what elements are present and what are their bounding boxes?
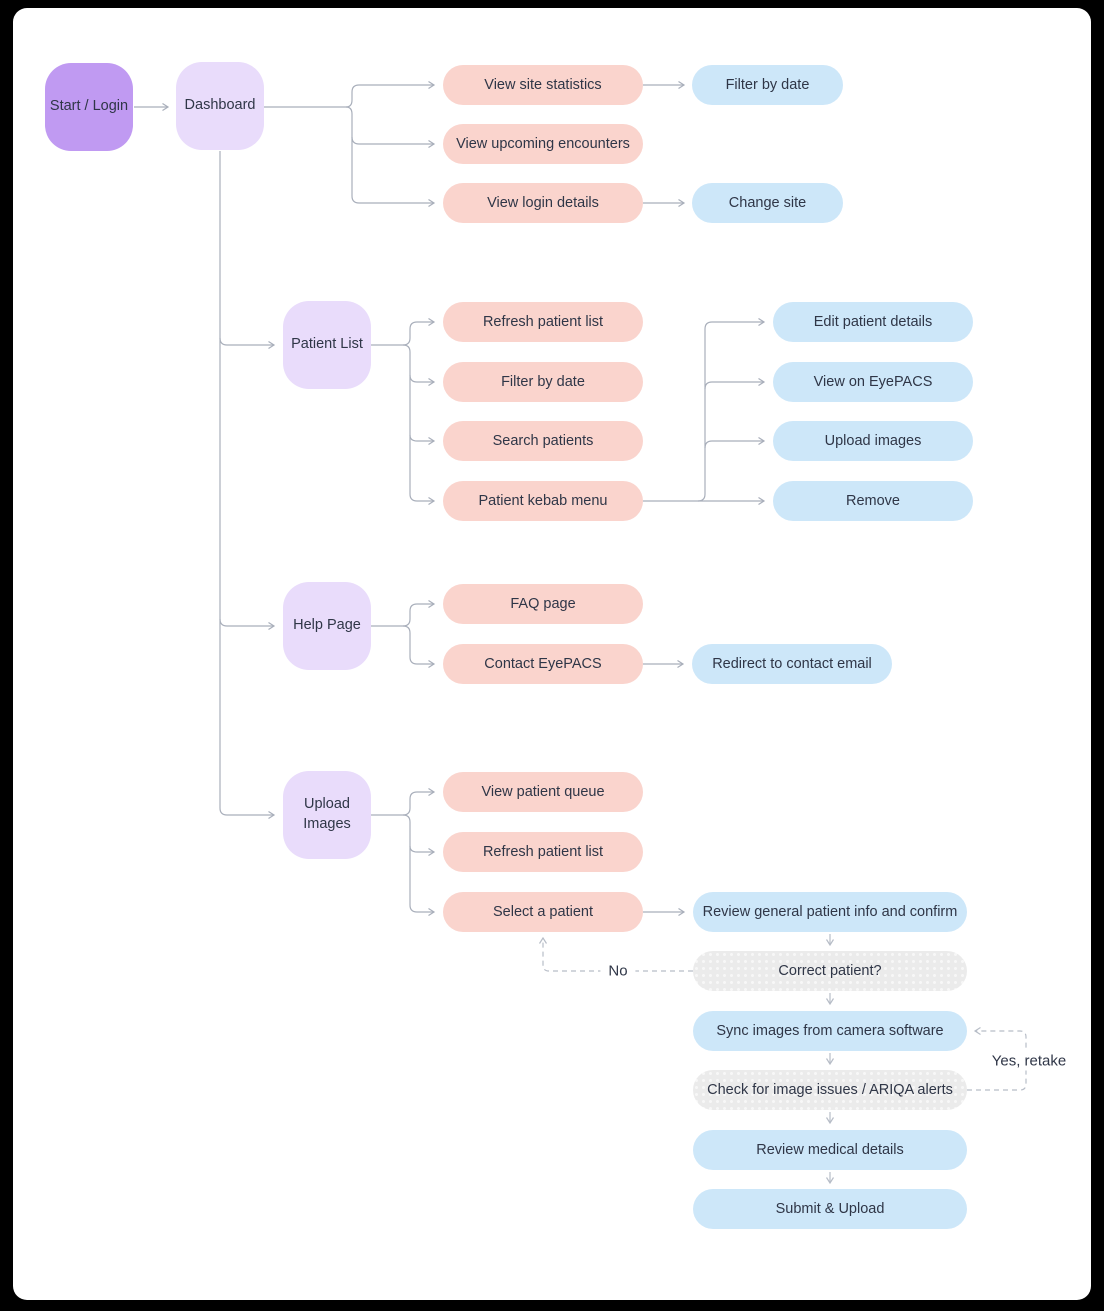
node-filter-by-date-patient-list: Filter by date <box>443 362 643 402</box>
node-view-on-eyepacs: View on EyePACS <box>773 362 973 402</box>
node-view-site-statistics: View site statistics <box>443 65 643 105</box>
node-label: View site statistics <box>484 77 602 93</box>
node-label: Start / Login <box>49 98 129 115</box>
node-label: Refresh patient list <box>482 844 604 860</box>
node-label: Patient kebab menu <box>478 493 608 509</box>
node-label: View on EyePACS <box>813 374 933 390</box>
node-label: Redirect to contact email <box>712 656 872 672</box>
node-label: Filter by date <box>501 374 585 390</box>
node-label: Upload Images <box>303 796 351 832</box>
node-label: Search patients <box>492 433 594 449</box>
node-view-login-details: View login details <box>443 183 643 223</box>
node-view-patient-queue: View patient queue <box>443 772 643 812</box>
node-label: Change site <box>728 195 807 211</box>
node-contact-eyepacs: Contact EyePACS <box>443 644 643 684</box>
node-label: Refresh patient list <box>482 314 604 330</box>
node-submit-upload: Submit & Upload <box>693 1189 967 1229</box>
node-label: Edit patient details <box>813 314 933 330</box>
node-filter-by-date-dashboard: Filter by date <box>692 65 843 105</box>
node-label: Review medical details <box>756 1142 904 1158</box>
node-label: Remove <box>846 493 900 509</box>
node-start-login: Start / Login <box>45 63 133 151</box>
node-review-medical-details: Review medical details <box>693 1130 967 1170</box>
node-label: Patient List <box>291 336 363 353</box>
node-help-page: Help Page <box>283 582 371 670</box>
node-patient-list: Patient List <box>283 301 371 389</box>
node-label: Upload images <box>824 433 922 449</box>
node-label: Select a patient <box>493 904 593 920</box>
node-search-patients: Search patients <box>443 421 643 461</box>
node-redirect-to-contact-email: Redirect to contact email <box>692 644 892 684</box>
node-review-general-info: Review general patient info and confirm <box>693 892 967 932</box>
node-refresh-patient-list-2: Refresh patient list <box>443 832 643 872</box>
node-label: Help Page <box>293 617 361 634</box>
node-select-a-patient: Select a patient <box>443 892 643 932</box>
edge-label-yes-retake: Yes, retake <box>983 1051 1075 1071</box>
node-correct-patient: Correct patient? <box>693 951 967 991</box>
node-label: Contact EyePACS <box>484 656 602 672</box>
node-upload-images-menu-item: Upload images <box>773 421 973 461</box>
node-label: Dashboard <box>184 97 256 114</box>
node-refresh-patient-list: Refresh patient list <box>443 302 643 342</box>
node-label: View patient queue <box>481 784 605 800</box>
node-patient-kebab-menu: Patient kebab menu <box>443 481 643 521</box>
node-dashboard: Dashboard <box>176 62 264 150</box>
node-label: Review general patient info and confirm <box>702 904 958 920</box>
node-label: Sync images from camera software <box>716 1023 944 1039</box>
node-faq-page: FAQ page <box>443 584 643 624</box>
node-label: View upcoming encounters <box>456 136 630 152</box>
node-sync-images: Sync images from camera software <box>693 1011 967 1051</box>
edge-label-no: No <box>600 961 636 981</box>
node-upload-images: Upload Images <box>283 771 371 859</box>
node-edit-patient-details: Edit patient details <box>773 302 973 342</box>
node-label: View login details <box>487 195 599 211</box>
node-label: Correct patient? <box>778 963 882 979</box>
node-label: Filter by date <box>725 77 810 93</box>
node-view-upcoming-encounters: View upcoming encounters <box>443 124 643 164</box>
node-label: FAQ page <box>510 596 576 612</box>
node-remove: Remove <box>773 481 973 521</box>
node-change-site: Change site <box>692 183 843 223</box>
node-label: Check for image issues / ARIQA alerts <box>707 1082 953 1098</box>
node-check-image-issues: Check for image issues / ARIQA alerts <box>693 1070 967 1110</box>
node-label: Submit & Upload <box>775 1201 885 1217</box>
